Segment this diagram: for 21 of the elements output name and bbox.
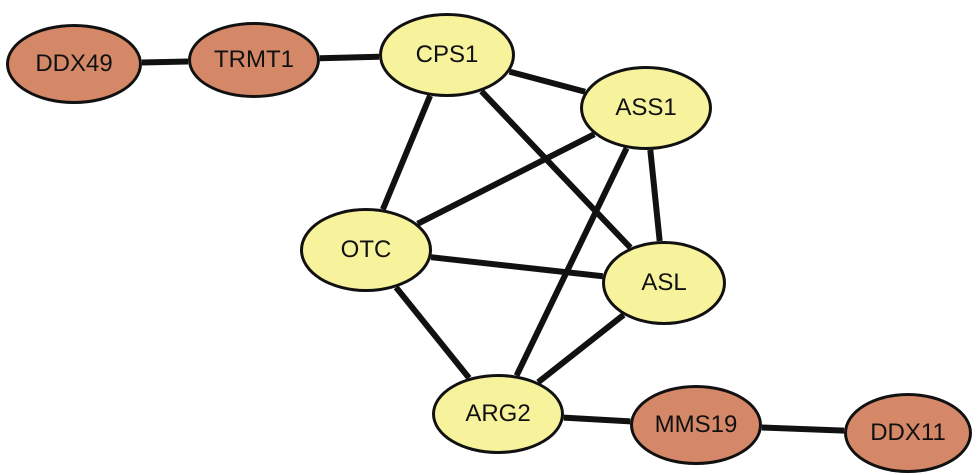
gene-label: ARG2	[465, 400, 531, 428]
gene-label: CPS1	[416, 41, 478, 69]
interaction-line	[564, 414, 630, 424]
interaction-line	[320, 54, 380, 62]
interaction-line	[647, 150, 663, 242]
gene-label: TRMT1	[214, 46, 294, 74]
gene-label: ASS1	[615, 94, 677, 122]
interaction-line	[430, 254, 604, 280]
gene-label: OTC	[340, 236, 392, 264]
gene-label: MMS19	[654, 411, 738, 439]
interaction-line	[536, 312, 626, 385]
gene-label: ASL	[641, 269, 687, 297]
interaction-line	[394, 286, 472, 380]
interaction-line	[508, 68, 586, 95]
interaction-line	[416, 132, 596, 226]
interaction-line	[142, 58, 188, 66]
interaction-line	[762, 424, 844, 434]
gene-label: DDX11	[870, 419, 946, 447]
gene-label: DDX49	[35, 50, 113, 78]
interaction-line	[380, 94, 433, 211]
interaction-line	[479, 89, 633, 250]
